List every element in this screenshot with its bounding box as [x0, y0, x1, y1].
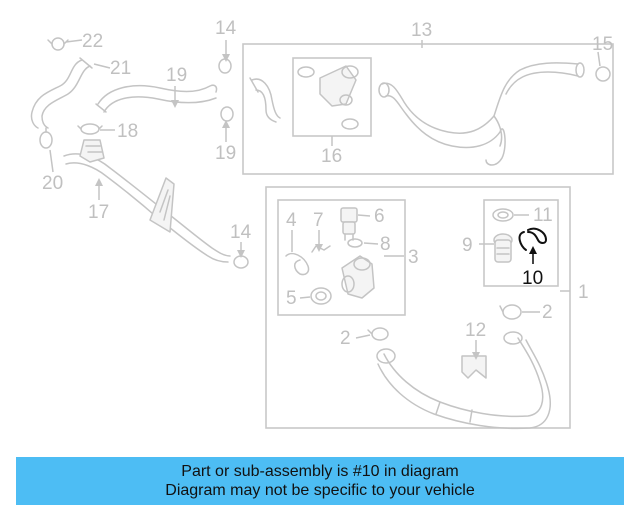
notice-line-2: Diagram may not be specific to your vehi… — [165, 482, 475, 499]
clamp-21 — [47, 37, 69, 51]
callout-4: 4 — [286, 210, 297, 231]
callout-20: 21 — [110, 58, 131, 79]
group-frame-3 — [277, 199, 406, 316]
part-notice-banner: Part or sub-assembly is #10 in diagram D… — [16, 457, 624, 505]
callout-16: 16 — [321, 146, 342, 167]
callout-22: 20 — [42, 173, 63, 194]
callout-19-left: 18 — [117, 121, 138, 142]
callout-15: 15 — [592, 34, 613, 55]
hose-20 — [30, 57, 93, 129]
arrowheads — [95, 54, 537, 360]
callout-5: 5 — [286, 288, 297, 309]
clamp-14-top — [218, 58, 232, 74]
clamp-22 — [39, 127, 53, 149]
seal-11 — [492, 208, 514, 222]
clip-4 — [285, 252, 310, 276]
clamp-2-top — [499, 304, 522, 320]
callout-8: 8 — [380, 234, 391, 255]
clamp-15 — [595, 66, 611, 82]
sensor-9 — [493, 233, 513, 263]
group-frame-1 — [265, 186, 571, 429]
callout-21: 22 — [82, 31, 103, 52]
hose-main-1 — [376, 331, 551, 430]
callout-3: 3 — [408, 247, 419, 268]
callout-9: 9 — [462, 235, 473, 256]
callout-19-right: 19 — [215, 143, 236, 164]
callout-14-top: 14 — [215, 18, 237, 39]
hose-long-13 — [378, 62, 585, 166]
pipe-17 — [63, 139, 231, 263]
housing-3 — [341, 255, 375, 299]
callout-12: 12 — [465, 320, 486, 341]
callout-2-left: 2 — [340, 328, 351, 349]
bracket-12 — [461, 355, 487, 379]
hose-18 — [95, 84, 218, 113]
callout-10-highlighted: 10 — [522, 268, 543, 289]
callout-7: 7 — [313, 210, 324, 231]
clamp-19-left — [77, 123, 103, 135]
clamp-19-right — [220, 106, 234, 122]
seal-5 — [310, 287, 332, 305]
callout-11: 11 — [533, 205, 553, 226]
hose-short-13 — [249, 77, 281, 123]
group-frame-13 — [242, 43, 614, 175]
callout-17: 17 — [88, 202, 109, 223]
callout-14-mid: 14 — [230, 222, 252, 243]
clip-10-highlighted — [518, 227, 547, 251]
callout-1: 1 — [578, 282, 589, 303]
callout-2-top: 2 — [542, 302, 553, 323]
seal-8 — [347, 238, 363, 248]
callout-13: 13 — [411, 20, 432, 41]
callout-18: 19 — [166, 65, 187, 86]
parts-diagram: 22 21 19 14 18 19 20 17 14 13 16 15 4 7 … — [30, 18, 614, 430]
group-frame-9 — [483, 199, 559, 287]
sensor-6 — [340, 207, 358, 241]
clamp-2-left — [367, 327, 389, 341]
callout-6: 6 — [374, 206, 385, 227]
thermostat-housing-16 — [297, 65, 359, 130]
notice-line-1: Part or sub-assembly is #10 in diagram — [181, 463, 459, 480]
